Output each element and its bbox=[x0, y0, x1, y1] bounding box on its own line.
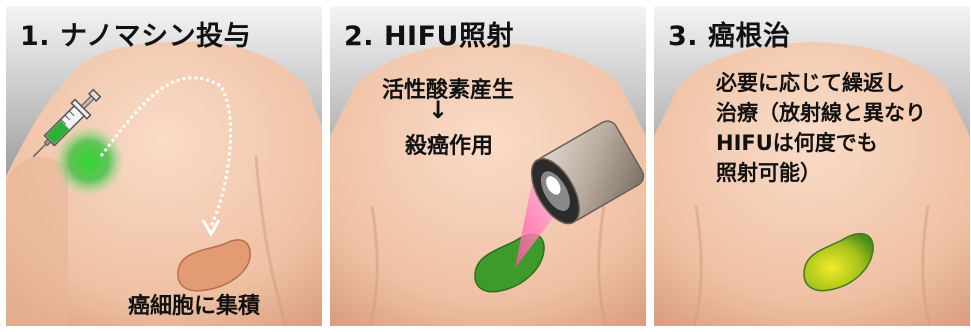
panel-title: 3. 癌根治 bbox=[668, 14, 790, 53]
treatment-notes: 必要に応じて繰返し 治療（放射線と異なり HIFUは何度でも 照射可能） bbox=[716, 68, 926, 188]
panel-title: 2. HIFU照射 bbox=[344, 14, 514, 53]
note-line: HIFUは何度でも bbox=[716, 128, 926, 158]
note-line: 治療（放射線と異なり bbox=[716, 98, 926, 128]
note-line: 照射可能） bbox=[716, 158, 926, 188]
down-arrow-icon: ↓ bbox=[428, 98, 448, 122]
syringe-icon bbox=[20, 80, 110, 170]
panel-cancer-cure: 3. 癌根治 必要に応じて繰返し 治療（放射線と異なり HIFUは何度でも 照射… bbox=[654, 6, 970, 326]
hifu-transducer-icon bbox=[528, 138, 529, 139]
caption-accumulation: 癌細胞に集積 bbox=[128, 288, 260, 320]
panel-hifu-irradiation: 2. HIFU照射 活性酸素産生 ↓ 殺癌作用 bbox=[330, 6, 646, 326]
torso-illustration-2 bbox=[330, 6, 646, 326]
caption-cancer-killing: 殺癌作用 bbox=[405, 128, 493, 160]
note-line: 必要に応じて繰返し bbox=[716, 68, 926, 98]
panel-nanomachine-injection: 1. ナノマシン投与 癌細胞に集積 bbox=[6, 6, 322, 326]
panel-title: 1. ナノマシン投与 bbox=[20, 14, 251, 53]
